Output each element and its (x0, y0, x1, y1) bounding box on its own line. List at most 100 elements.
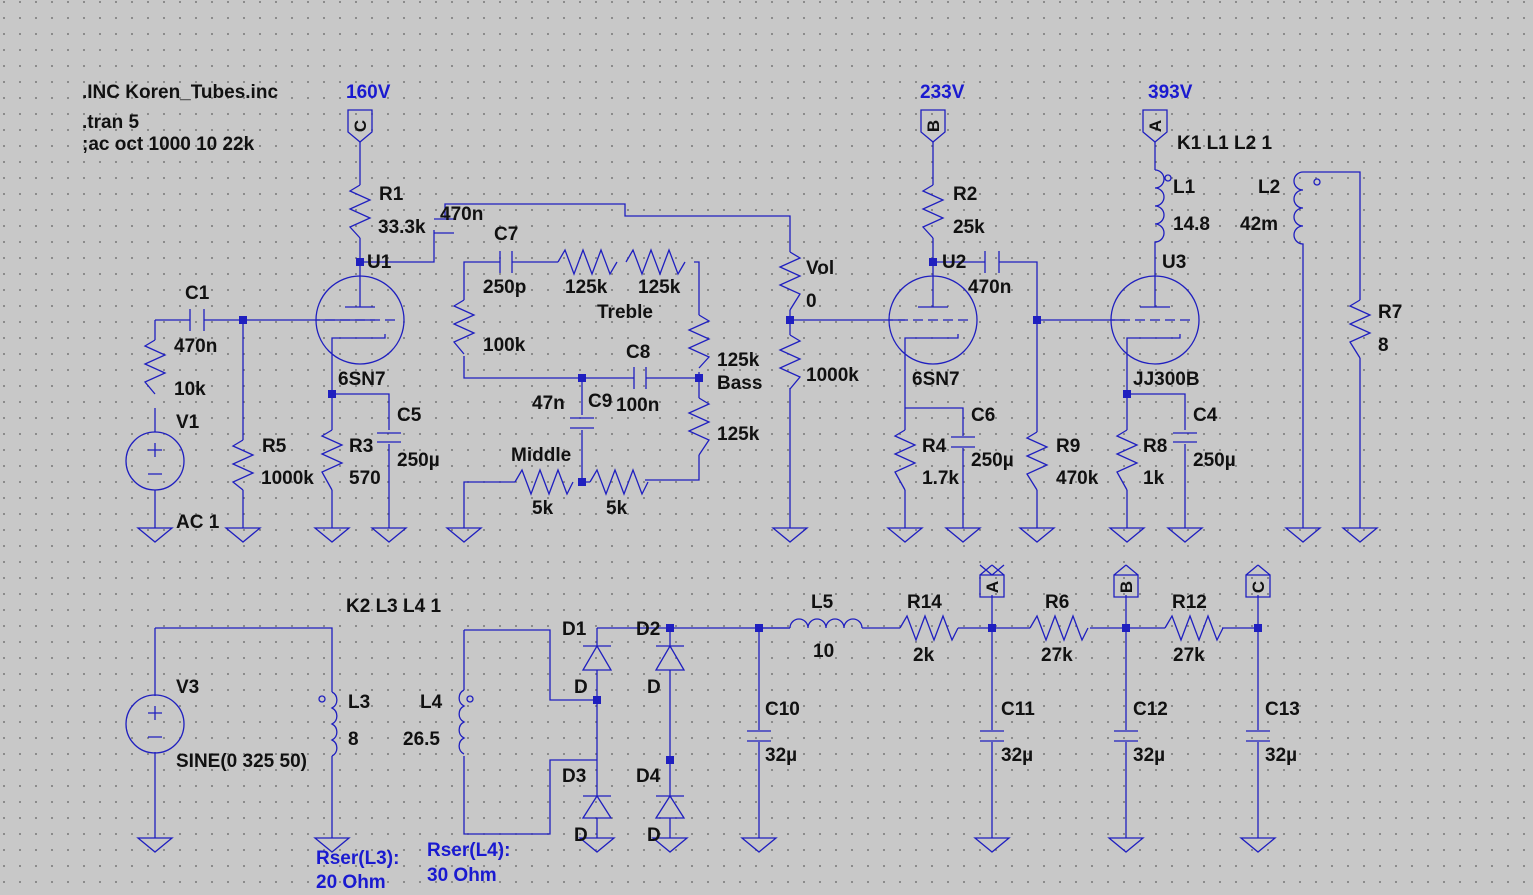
label-components-c8-value: 100n (616, 395, 659, 416)
label-components-v1-value: AC 1 (176, 512, 220, 533)
label-components-c5-value: 250µ (397, 450, 440, 471)
resistor-vol-top (778, 251, 802, 311)
label-components-bass-name: Bass (717, 373, 762, 394)
capacitor-c13 (1246, 730, 1270, 742)
label-components-r5-name: R5 (262, 436, 287, 457)
wires (154, 142, 1361, 838)
label-components-v3-name: V3 (176, 677, 199, 698)
label-components-c9-value: 47n (532, 393, 565, 414)
label-components-treble-right: 125k (638, 277, 681, 298)
diode-d2 (654, 644, 686, 671)
label-components-r14-value: 2k (913, 645, 935, 666)
label-components-r7-name: R7 (1378, 302, 1402, 323)
label-components-d4-name: D4 (636, 766, 661, 787)
label-components-d1-value: D (574, 677, 588, 698)
label-components-bass-bottom: 125k (717, 424, 760, 445)
net-flag-b-top: B (920, 109, 946, 143)
net-flag-b-psu: B (1113, 564, 1139, 598)
triode-u2 (888, 275, 978, 365)
inductor-series-resistance-notes: Rser(L3): 20 Ohm Rser(L4): 30 Ohm (316, 840, 510, 893)
label-components-treble-name: Treble (597, 302, 653, 323)
label-net_flags-a: A (1146, 120, 1165, 132)
label-net_flags-a: A (983, 581, 1002, 593)
label-components-l4-name: L4 (420, 692, 443, 713)
capacitor-c5 (377, 432, 401, 443)
label-components-c4-value: 250µ (1193, 450, 1236, 471)
capacitor-c8 (633, 367, 647, 389)
component-labels: R1 33.3k 470n U1 6SN7 C1 470n 10k V1 AC … (174, 177, 1402, 846)
label-components-c13-value: 32µ (1265, 745, 1297, 766)
label-net_flags-b: B (1117, 581, 1136, 593)
spice-directives: .INC Koren_Tubes.inc .tran 5 ;ac oct 100… (82, 82, 1272, 617)
label-components-l4-value: 26.5 (403, 729, 440, 750)
net-flags: C B A A B C (347, 109, 1271, 598)
label-components-c10-name: C10 (765, 699, 800, 720)
label-components-c2-value: 470n (440, 204, 483, 225)
resistor-r2 (921, 184, 945, 239)
label-components-c3-value: 470n (968, 277, 1011, 298)
label-components-l3-name: L3 (348, 692, 370, 713)
label-components-u2-value: 6SN7 (912, 369, 960, 390)
label-components-r2-value: 25k (953, 217, 985, 238)
label-components-r12-name: R12 (1172, 592, 1207, 613)
capacitor-c10 (747, 730, 771, 742)
label-components-r1-name: R1 (379, 184, 404, 205)
diode-d1 (581, 644, 613, 671)
voltage-source-v3 (125, 694, 185, 754)
diodes (581, 644, 686, 819)
resistor-r3 (320, 429, 344, 491)
net-flag-c-psu: C (1245, 564, 1271, 598)
resistor-middle-left (514, 468, 574, 496)
label-components-c9-name: C9 (588, 391, 612, 412)
label-components-l5-value: 10 (813, 641, 834, 662)
directive-k2: K2 L3 L4 1 (346, 596, 441, 617)
label-components-l2-value: 42m (1240, 214, 1278, 235)
label-components-c12-name: C12 (1133, 699, 1168, 720)
directive-k1: K1 L1 L2 1 (1177, 133, 1272, 154)
resistor-r1 (348, 184, 372, 239)
label-components-u3-name: U3 (1162, 252, 1186, 273)
label-components-l1-name: L1 (1173, 177, 1196, 198)
label-components-tone_r100k-value: 100k (483, 335, 526, 356)
label-components-c4-name: C4 (1193, 405, 1218, 426)
resistor-vol-bottom (778, 334, 802, 390)
label-components-c8-name: C8 (626, 342, 650, 363)
capacitor-c3 (984, 251, 1000, 273)
label-components-c7-value: 250p (483, 277, 526, 298)
label-components-d2-value: D (647, 677, 661, 698)
net-flag-c-top: C (347, 109, 373, 143)
label-components-middle-left: 5k (532, 498, 554, 519)
resistor-bass-bottom (687, 397, 711, 456)
label-components-r6-value: 27k (1041, 645, 1073, 666)
label-components-d1-name: D1 (562, 619, 587, 640)
label-components-u3-value: JJ300B (1133, 369, 1200, 390)
label-components-c13-name: C13 (1265, 699, 1300, 720)
label-components-r1-value: 33.3k (378, 217, 426, 238)
label-components-middle-right: 5k (606, 498, 628, 519)
resistor-r4 (893, 429, 917, 491)
label-components-treble-left: 125k (565, 277, 608, 298)
capacitor-c7 (499, 251, 513, 273)
capacitor-c12 (1114, 730, 1138, 742)
capacitor-c4 (1173, 432, 1197, 443)
triodes (315, 275, 1200, 365)
label-components-c11-value: 32µ (1001, 745, 1033, 766)
label-components-r9-value: 470k (1056, 468, 1099, 489)
capacitors (189, 218, 1270, 742)
resistor-r12 (1164, 614, 1224, 642)
capacitor-c6 (951, 436, 975, 448)
inductor-l3 (330, 691, 338, 757)
label-components-r3-value: 570 (349, 468, 381, 489)
resistor-treble-right (625, 248, 686, 276)
resistor-r5 (231, 439, 255, 491)
label-components-u2-name: U2 (942, 252, 966, 273)
label-components-r2-name: R2 (953, 184, 977, 205)
label-components-middle-name: Middle (511, 445, 571, 466)
label-components-r3-name: R3 (349, 436, 373, 457)
label-net_flags-c: C (1249, 581, 1268, 593)
junctions (239, 258, 1262, 764)
label-components-r6-name: R6 (1045, 592, 1069, 613)
inductor-l2 (1293, 171, 1304, 250)
label-components-r7-value: 8 (1378, 335, 1389, 356)
